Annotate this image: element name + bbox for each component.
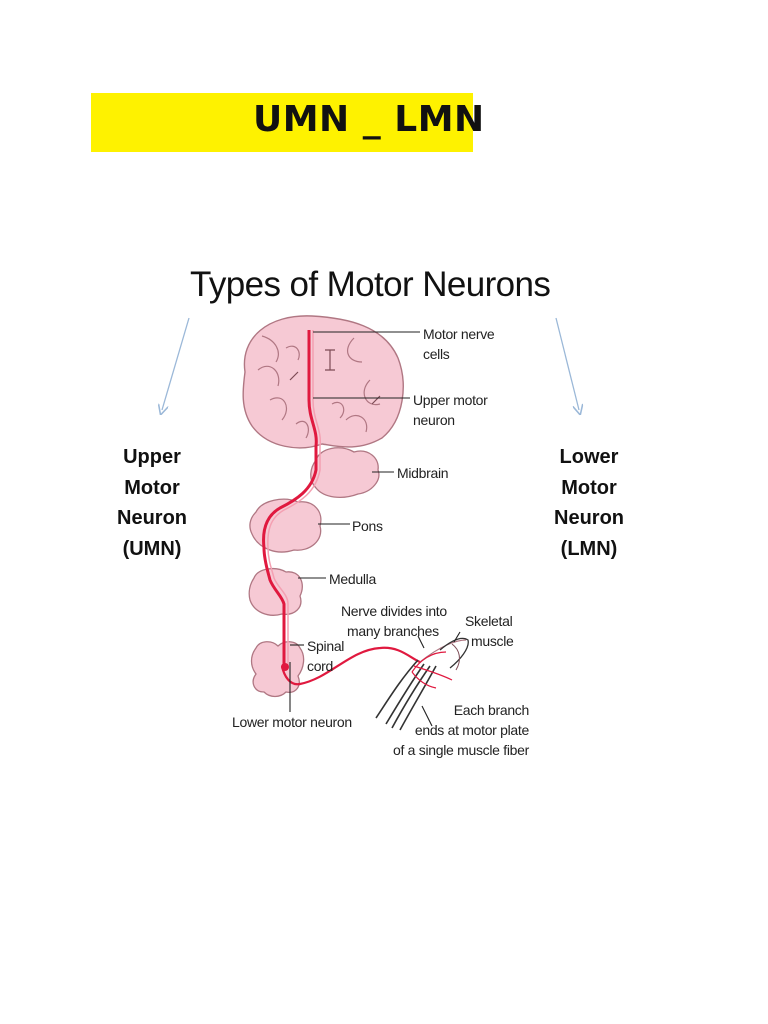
midbrain-section [310, 447, 380, 499]
umn-line-1: Upper [123, 446, 181, 468]
label-pons: Pons [352, 518, 383, 534]
label-medulla: Medulla [329, 571, 376, 587]
umn-line-3: Neuron [117, 507, 187, 529]
spinal-cord-section [250, 641, 305, 698]
lower-motor-neuron-category: Lower Motor Neuron (LMN) [541, 442, 637, 564]
page-title: UMN _ LMN [253, 99, 485, 140]
lmn-line-2: Motor [561, 476, 617, 499]
left-arrow [162, 317, 190, 410]
upper-motor-neuron-path-inner [267, 330, 322, 668]
upper-motor-neuron-category: Upper Motor Neuron (UMN) [104, 442, 200, 564]
pons-section [249, 498, 322, 553]
lmn-line-3: Neuron [554, 507, 624, 529]
brain-cross-section [242, 315, 404, 449]
label-midbrain: Midbrain [397, 465, 449, 481]
label-lower-motor-neuron: Lower motor neuron [232, 714, 352, 730]
leader-lines [289, 331, 461, 727]
umn-line-2: Motor [124, 476, 180, 499]
upper-motor-neuron-path [262, 330, 318, 668]
skeletal-muscle-fibers [375, 637, 469, 731]
lmn-line-4: (LMN) [560, 537, 618, 560]
lower-motor-neuron-body [281, 663, 289, 671]
diagram-title: Types of Motor Neurons [190, 265, 551, 304]
lmn-line-1: Lower [559, 446, 619, 468]
title-highlight-band [91, 93, 473, 152]
umn-line-4: (UMN) [122, 537, 182, 560]
right-arrow [555, 317, 579, 410]
lower-motor-neuron-path [280, 646, 421, 686]
